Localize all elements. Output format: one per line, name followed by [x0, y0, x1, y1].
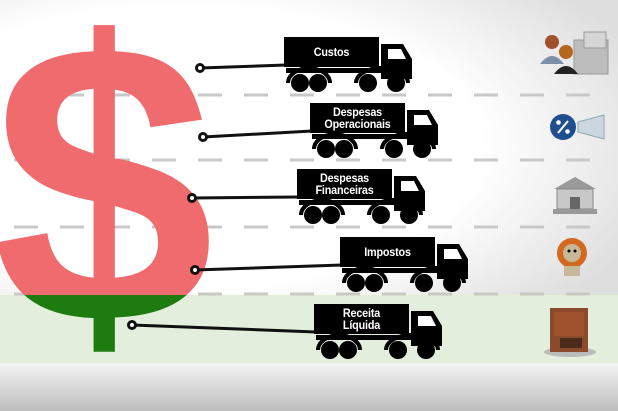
truck-2: Despesas Operacionais [310, 103, 442, 164]
truck-1: Custos [284, 37, 416, 98]
tow-ropes [127, 63, 343, 334]
bottom-floor [0, 363, 618, 411]
tow-hook [195, 63, 205, 73]
tow-rope [191, 195, 300, 200]
truck-label-line1: Impostos [364, 245, 411, 259]
truck-label: Impostos [345, 237, 431, 267]
bank-building-icon [550, 175, 600, 220]
tow-hook [198, 132, 208, 142]
people-boxes-icon [540, 30, 612, 85]
tow-rope [194, 263, 343, 272]
truck-label: Despesas Financeiras [302, 169, 388, 199]
tow-rope [131, 323, 317, 334]
truck-label-line2: Operacionais [324, 117, 391, 131]
truck-label-line1: Receita [342, 306, 381, 320]
truck-label-line2: Líquida [342, 318, 381, 332]
safe-vault-icon [540, 302, 598, 363]
truck-label-line2: Financeiras [315, 183, 374, 197]
dashed-lanes [14, 93, 610, 296]
truck-label-line1: Custos [313, 45, 350, 59]
truck-label: Receita Líquida [319, 304, 405, 334]
truck-icon [310, 103, 438, 158]
tow-rope [202, 129, 313, 139]
truck-icon [297, 169, 425, 224]
green-band [0, 295, 618, 363]
truck-icon [284, 37, 412, 92]
percent-megaphone-icon [548, 112, 610, 147]
lion-icon [552, 236, 592, 283]
tow-hook [190, 265, 200, 275]
tow-hook [187, 193, 197, 203]
truck-icon [340, 237, 468, 292]
truck-4: Impostos [340, 237, 472, 298]
truck-label-line1: Despesas [319, 171, 369, 185]
dollar-sign-logo: $ [0, 0, 214, 407]
truck-icon [314, 304, 442, 359]
truck-label-line1: Despesas [332, 105, 382, 119]
truck-5: Receita Líquida [314, 304, 446, 365]
tow-rope [199, 63, 287, 70]
truck-label: Custos [289, 37, 375, 67]
truck-label: Despesas Operacionais [315, 103, 401, 133]
tow-hook [127, 320, 137, 330]
truck-3: Despesas Financeiras [297, 169, 429, 230]
